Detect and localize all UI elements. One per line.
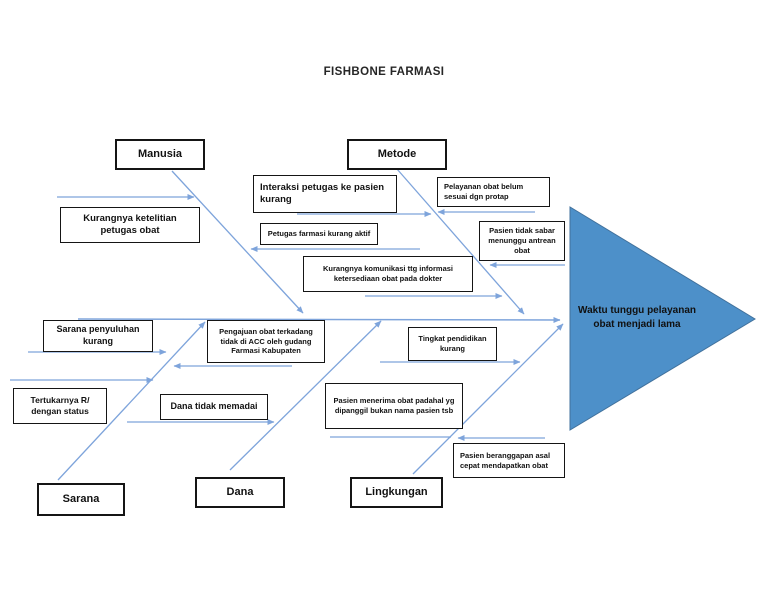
lingkungan-bone bbox=[412, 323, 564, 475]
category-box-metode: Metode bbox=[347, 139, 447, 170]
cause-box-pasien-menerima: Pasien menerima obat padahal yg dipanggi… bbox=[325, 383, 463, 429]
cause-box-pelayanan-obat: Pelayanan obat belum sesuai dgn protap bbox=[437, 177, 550, 207]
category-box-lingkungan: Lingkungan bbox=[350, 477, 443, 508]
category-box-manusia: Manusia bbox=[115, 139, 205, 170]
cause-box-pasien-beranggapan: Pasien beranggapan asal cepat mendapatka… bbox=[453, 443, 565, 478]
cause-box-sarana-penyuluhan: Sarana penyuluhan kurang bbox=[43, 320, 153, 352]
cause-box-interaksi-petugas: Interaksi petugas ke pasien kurang bbox=[253, 175, 397, 213]
sarana-bone bbox=[57, 321, 206, 481]
cause-box-dana-tidak-memadai: Dana tidak memadai bbox=[160, 394, 268, 420]
effect-label: Waktu tunggu pelayanan obat menjadi lama bbox=[578, 305, 696, 330]
cause-box-pengajuan-obat: Pengajuan obat terkadang tidak di ACC ol… bbox=[207, 320, 325, 363]
category-box-sarana: Sarana bbox=[37, 483, 125, 516]
metode-bone bbox=[396, 168, 525, 315]
cause-box-tertukarnya-resep: Tertukarnya R/ dengan status bbox=[13, 388, 107, 424]
diagram-title: FISHBONE FARMASI bbox=[323, 66, 445, 78]
cause-box-kurangnya-ketelitian: Kurangnya ketelitian petugas obat bbox=[60, 207, 200, 243]
spine-line bbox=[77, 316, 561, 323]
dana-bone bbox=[229, 320, 382, 471]
cause-box-kurangnya-komunikasi: Kurangnya komunikasi ttg informasi keter… bbox=[303, 256, 473, 292]
cause-box-petugas-farmasi: Petugas farmasi kurang aktif bbox=[260, 223, 378, 245]
cause-box-pasien-tidak-sabar: Pasien tidak sabar menunggu antrean obat bbox=[479, 221, 565, 261]
cause-box-tingkat-pendidikan: Tingkat pendidikan kurang bbox=[408, 327, 497, 361]
effect-arrow bbox=[569, 206, 756, 431]
category-box-dana: Dana bbox=[195, 477, 285, 508]
